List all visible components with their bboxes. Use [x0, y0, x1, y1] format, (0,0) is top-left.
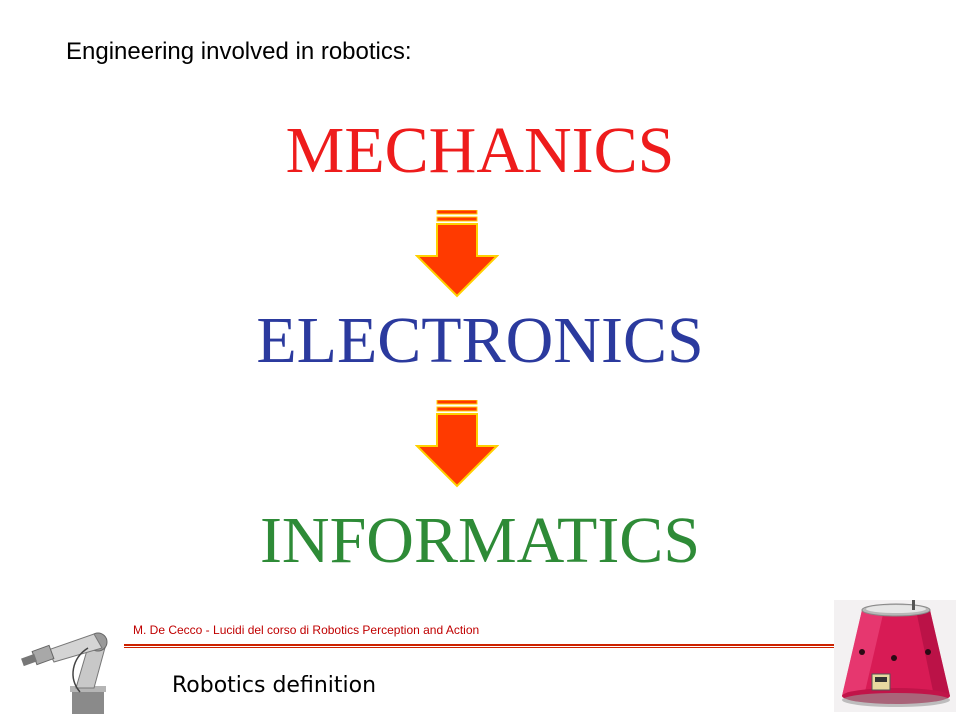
- flow-item-informatics: INFORMATICS: [259, 504, 701, 577]
- flow-item-mechanics: MECHANICS: [285, 114, 675, 187]
- footer-credit: M. De Cecco - Lucidi del corso di Roboti…: [133, 623, 480, 637]
- slide-heading: Engineering involved in robotics:: [66, 38, 412, 65]
- down-arrow-icon: [415, 400, 499, 488]
- footer-title: Robotics definition: [172, 673, 377, 698]
- flow-item-electronics: ELECTRONICS: [256, 304, 704, 377]
- industrial-robot-arm-icon: [10, 608, 122, 718]
- footer-divider: [124, 644, 834, 649]
- mobile-robot-dome-icon: [834, 600, 956, 712]
- down-arrow-icon: [415, 210, 499, 298]
